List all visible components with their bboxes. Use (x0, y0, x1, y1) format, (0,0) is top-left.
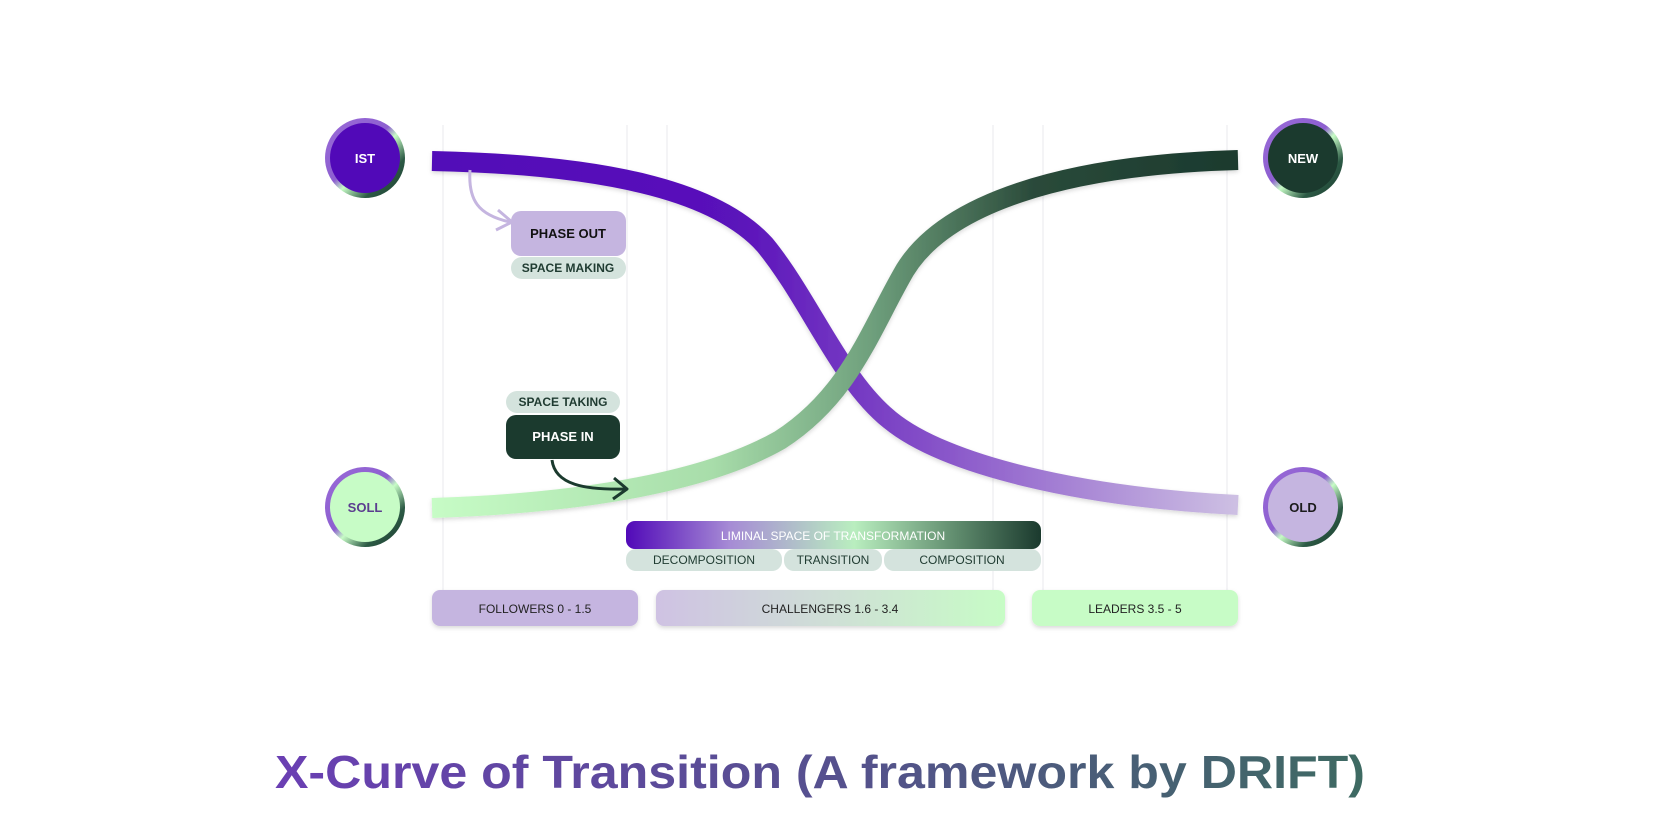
stage-composition: COMPOSITION (919, 553, 1004, 567)
node-old-label: OLD (1289, 500, 1316, 515)
liminal-space: LIMINAL SPACE OF TRANSFORMATION DECOMPOS… (626, 521, 1041, 571)
group-challengers-label: CHALLENGERS 1.6 - 3.4 (762, 602, 899, 616)
phase-in-curve (431, 150, 1239, 518)
phase-in-arrow (550, 459, 627, 491)
liminal-title: LIMINAL SPACE OF TRANSFORMATION (721, 529, 945, 543)
node-soll: SOLL (325, 467, 405, 547)
liminal-bar (626, 521, 1041, 549)
group-challengers (656, 590, 1005, 626)
phase-out-arrow (468, 169, 511, 224)
space-taking-pill: SPACE TAKING (506, 391, 620, 413)
curves (431, 150, 1239, 518)
phase-out-label: PHASE OUT (530, 226, 606, 241)
stage-transition: TRANSITION (797, 553, 870, 567)
group-leaders-label: LEADERS 3.5 - 5 (1088, 602, 1182, 616)
stage-decomposition: DECOMPOSITION (653, 553, 755, 567)
node-old: OLD (1263, 467, 1343, 547)
phase-in-box: PHASE IN (506, 415, 620, 459)
space-making-label: SPACE MAKING (522, 261, 614, 275)
phase-in-arrowhead (612, 476, 629, 501)
phase-in-label: PHASE IN (532, 429, 593, 444)
node-ist: IST (325, 118, 405, 198)
phase-out-box: PHASE OUT (511, 211, 626, 256)
group-leaders (1032, 590, 1238, 626)
group-followers (432, 590, 638, 626)
node-soll-label: SOLL (348, 500, 383, 515)
diagram-caption: X-Curve of Transition (A framework by DR… (275, 746, 1365, 798)
space-taking-label: SPACE TAKING (519, 395, 608, 409)
phase-out-curve (431, 151, 1239, 515)
node-ist-label: IST (355, 151, 375, 166)
node-new-label: NEW (1288, 151, 1319, 166)
node-new: NEW (1263, 118, 1343, 198)
space-making-pill: SPACE MAKING (511, 257, 626, 279)
group-followers-label: FOLLOWERS 0 - 1.5 (479, 602, 592, 616)
